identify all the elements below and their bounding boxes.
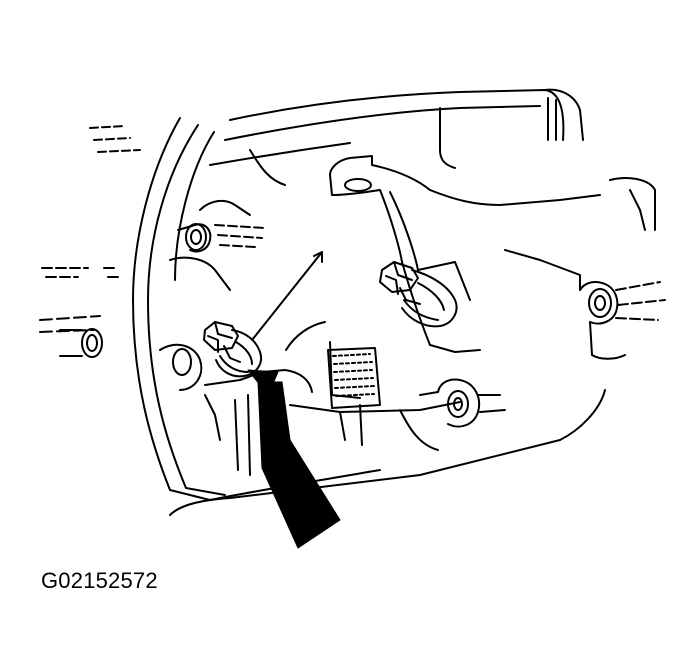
leader-line [251,251,323,341]
lower-mount [419,378,506,428]
center-bracket [329,155,601,353]
engine-block-lower [159,199,606,516]
engine-diagram [39,88,666,549]
right-mount [504,249,666,360]
transmission-housing [39,117,226,501]
arrow-pointer-icon [247,369,341,549]
engine-block-upper [209,88,656,231]
figure-id-label: G02152572 [41,568,158,593]
connector-block [327,347,381,409]
knock-sensor-left [203,321,262,378]
knock-sensor-right [379,261,458,328]
